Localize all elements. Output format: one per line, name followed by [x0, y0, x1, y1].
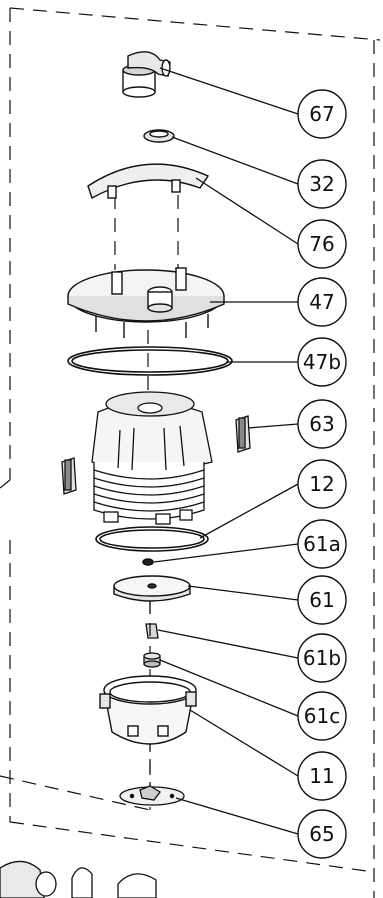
dashed-frame — [0, 7, 381, 898]
o-ring-gasket-icon — [67, 346, 233, 376]
callout-11 — [297, 751, 347, 801]
callout-label-61b: 61b — [303, 646, 341, 670]
callout-76 — [297, 219, 347, 269]
callout-label-61a: 61a — [303, 532, 341, 556]
carbon-brush-icon — [61, 415, 251, 495]
motor-cover-plate-icon — [67, 267, 225, 338]
callout-65 — [297, 809, 347, 859]
seal-ring-icon — [143, 129, 175, 143]
partial-parts-icon — [0, 860, 157, 898]
clip-icon — [145, 623, 159, 639]
base-disc-icon — [119, 785, 185, 806]
callout-label-67: 67 — [309, 102, 334, 126]
curved-handle-bracket-icon — [87, 163, 210, 200]
leader-lines — [153, 67, 299, 835]
callout-label-61c: 61c — [304, 704, 340, 728]
callout-32 — [297, 159, 347, 209]
callout-61 — [297, 575, 347, 625]
callout-labels: 67 32 76 47 47b 63 12 61a 61 61b 61c 11 … — [303, 102, 341, 846]
motor-housing-icon — [91, 391, 213, 525]
callout-label-47: 47 — [309, 290, 334, 314]
callout-67 — [297, 89, 347, 139]
callout-label-32: 32 — [309, 172, 334, 196]
hose-elbow-connector-icon — [122, 51, 171, 98]
callout-47 — [297, 277, 347, 327]
callout-12 — [297, 459, 347, 509]
callout-label-65: 65 — [309, 822, 334, 846]
callout-circles — [297, 89, 347, 859]
callout-61c — [297, 691, 347, 741]
small-washer-icon — [95, 526, 209, 566]
callout-label-11: 11 — [309, 764, 334, 788]
callout-63 — [297, 399, 347, 449]
callout-61a — [297, 519, 347, 569]
callout-47b — [297, 337, 347, 387]
callout-61b — [297, 633, 347, 683]
callout-label-12: 12 — [309, 472, 334, 496]
callout-label-61: 61 — [309, 588, 334, 612]
fan-housing-bowl-icon — [99, 675, 197, 745]
impeller-disc-icon — [113, 575, 191, 602]
nut-icon — [143, 652, 161, 668]
callout-label-76: 76 — [309, 232, 334, 256]
callout-label-63: 63 — [309, 412, 334, 436]
callout-label-47b: 47b — [303, 350, 341, 374]
